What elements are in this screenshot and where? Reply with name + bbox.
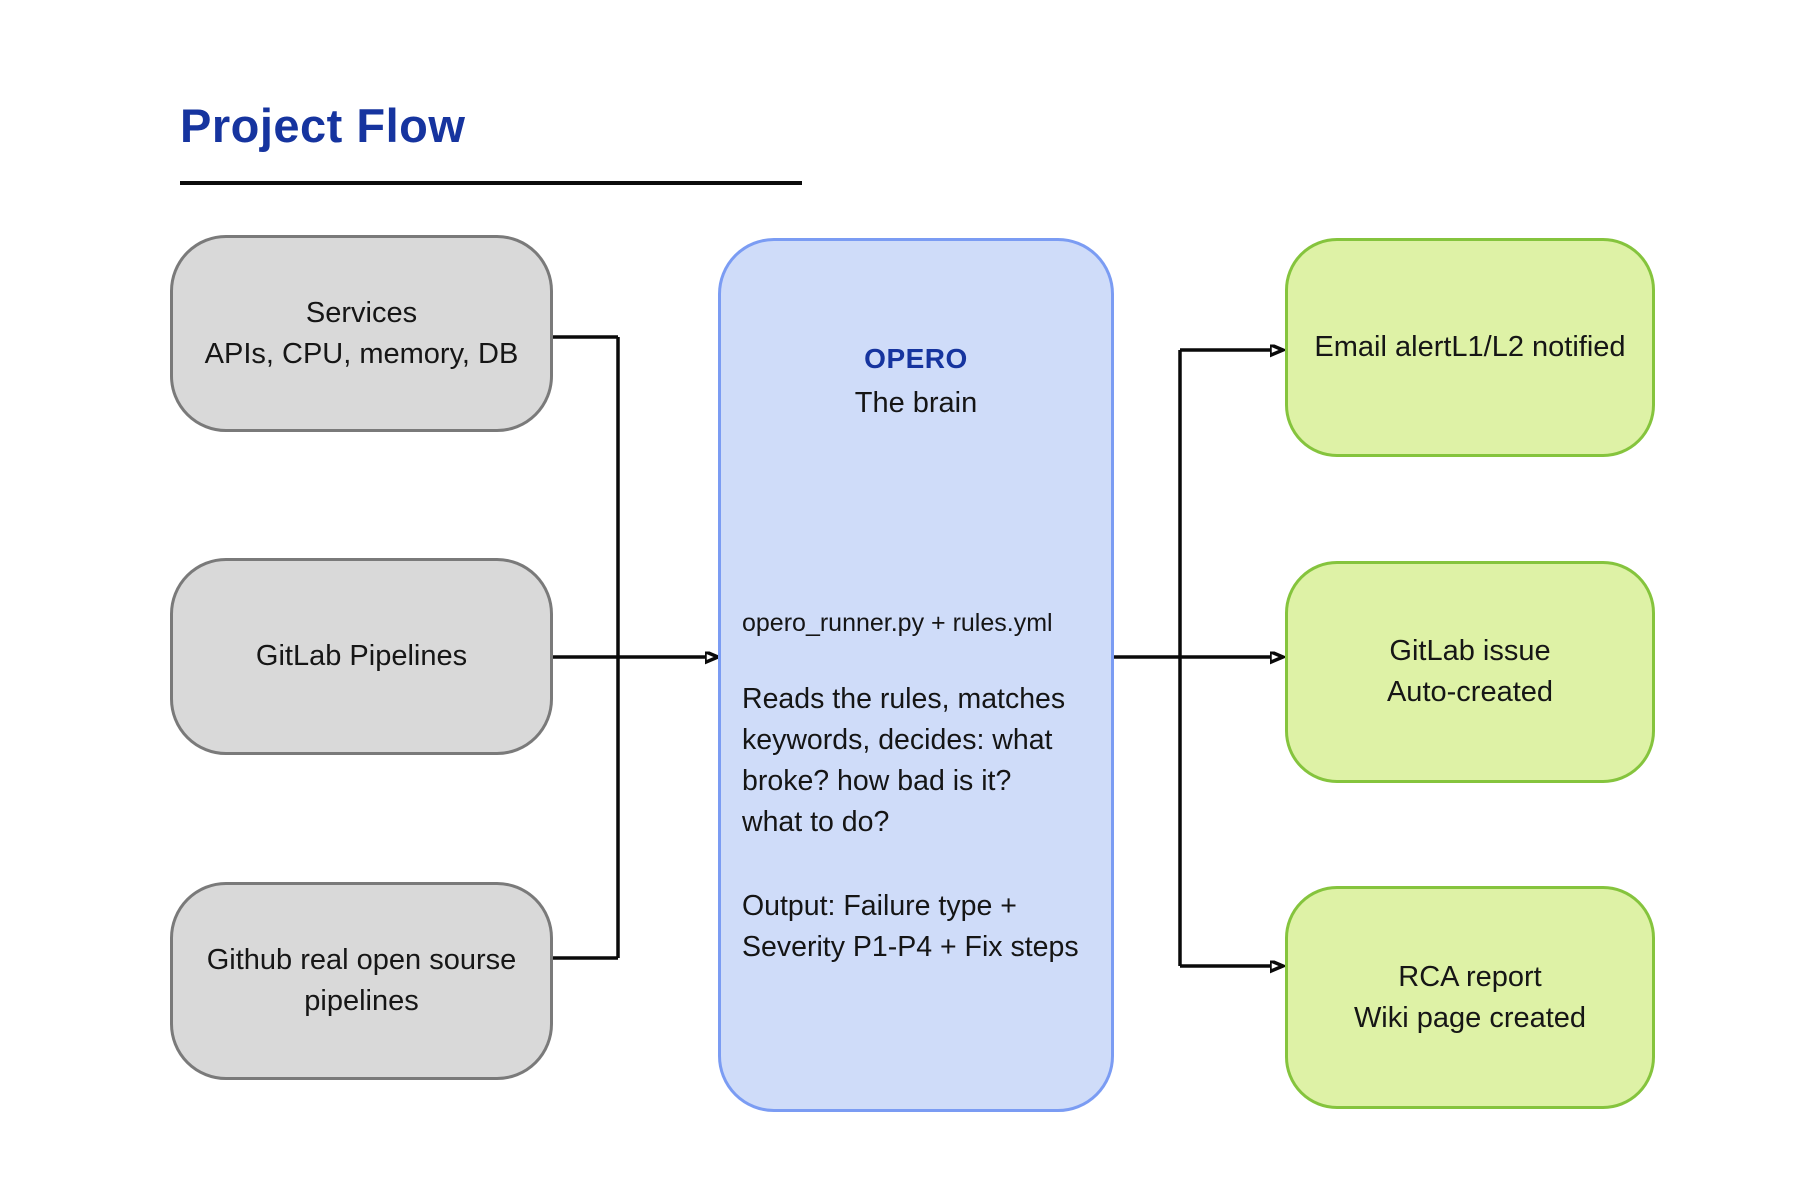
opero-processor-box: OPERO The brain opero_runner.py + rules.… <box>718 238 1114 1112</box>
opero-output-line: Output: Failure type + Severity P1-P4 + … <box>742 890 1079 963</box>
page-title: Project Flow <box>180 99 466 152</box>
opero-subtitle: The brain <box>854 387 978 419</box>
output-box-email-alert: Email alertL1/L2 notified <box>1285 238 1655 457</box>
output-box-rca-report-label: RCA report Wiki page created <box>1353 960 1587 1034</box>
source-box-github-pipelines: Github real open sourse pipelines <box>170 882 553 1080</box>
output-box-rca-report: RCA report Wiki page created <box>1285 886 1655 1109</box>
opero-file-line: opero_runner.py + rules.yml <box>742 609 1053 637</box>
source-box-services-label: Services APIs, CPU, memory, DB <box>204 296 519 370</box>
opero-name: OPERO <box>864 343 968 374</box>
output-box-gitlab-issue: GitLab issue Auto-created <box>1285 561 1655 783</box>
output-box-gitlab-issue-label: GitLab issue Auto-created <box>1386 635 1554 708</box>
source-box-gitlab-pipelines: GitLab Pipelines <box>170 558 553 755</box>
source-box-services: Services APIs, CPU, memory, DB <box>170 235 553 432</box>
opero-description: Reads the rules, matches keywords, decid… <box>742 683 1066 838</box>
opero-header: OPERO The brain <box>721 343 1111 420</box>
source-box-gitlab-pipelines-label: GitLab Pipelines <box>255 640 468 672</box>
output-box-email-alert-label: Email alertL1/L2 notified <box>1314 331 1626 363</box>
title-underline <box>180 181 802 185</box>
source-box-github-pipelines-label: Github real open sourse pipelines <box>206 944 517 1017</box>
